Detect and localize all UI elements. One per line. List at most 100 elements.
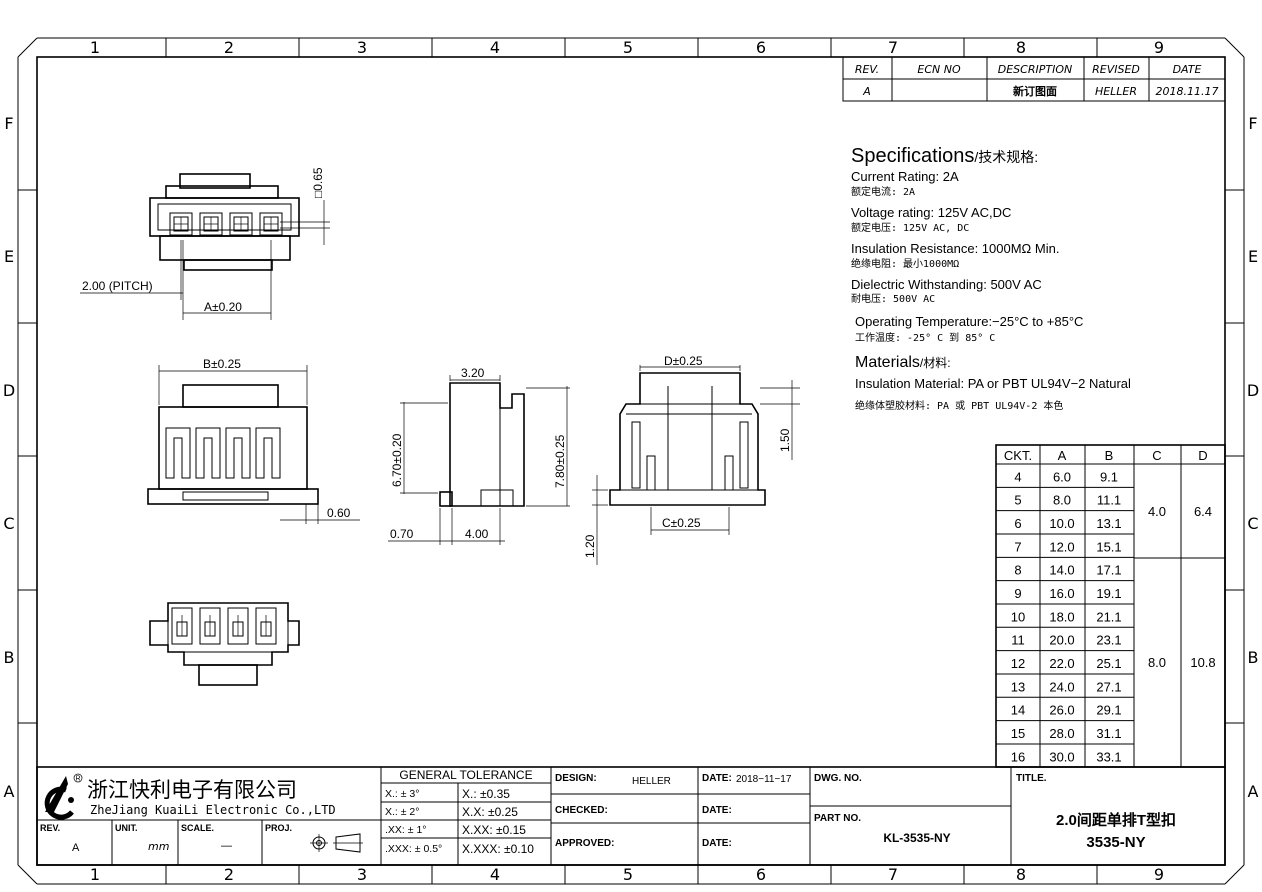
ckt-group2-c: 8.0 — [1148, 655, 1166, 670]
pin-cavities — [169, 212, 283, 236]
zone-col-4-top: 4 — [490, 38, 500, 57]
title-block: R 浙江快利电子有限公司 ZheJiang KuaiLi Electronic … — [36, 766, 1226, 866]
tol-linear-1: X.: ±0.35 — [462, 787, 510, 801]
zone-row-d-right: D — [1247, 381, 1259, 400]
ckt-cell: 10 — [1011, 609, 1025, 624]
part-no-label: PART NO. — [814, 813, 861, 824]
date1-value: 2018−11−17 — [736, 774, 792, 785]
zone-row-a-right: A — [1248, 782, 1259, 801]
ckt-cell: 14.0 — [1049, 563, 1074, 578]
spec-insulation-resistance-cn: 绝缘电阻: 最小1000MΩ — [851, 257, 959, 270]
zone-col-3-top: 3 — [357, 38, 367, 57]
spec-title: Specifications/技术规格: — [851, 145, 1038, 167]
rev-row-rev: A — [862, 85, 871, 98]
drawing-title-code: 3535-NY — [1086, 834, 1145, 851]
approved-label: APPROVED: — [555, 838, 614, 849]
ckt-cell: 27.1 — [1096, 679, 1121, 694]
projection-symbol-icon — [310, 833, 363, 853]
date2-label: DATE: — [702, 805, 732, 816]
ckt-cell: 16 — [1011, 749, 1025, 764]
spec-current-rating: Current Rating: 2A — [851, 169, 959, 184]
tol-linear-2: X.X: ±0.25 — [462, 805, 518, 819]
end-view: D±0.25 1.50 1.20 C±0.25 — [583, 354, 800, 565]
ckt-cell: 12 — [1011, 656, 1025, 671]
spec-dielectric-cn: 耐电压: 500V AC — [851, 292, 935, 305]
ckt-header-ckt: CKT. — [1004, 448, 1032, 463]
ckt-header-a: A — [1058, 448, 1067, 463]
ckt-cell: 12.0 — [1049, 539, 1074, 554]
zone-col-8-bottom: 8 — [1016, 865, 1026, 884]
company-name-en: ZheJiang KuaiLi Electronic Co.,LTD — [90, 803, 336, 817]
zone-col-9-bottom: 9 — [1154, 865, 1164, 884]
ckt-group1-c: 4.0 — [1148, 504, 1166, 519]
zone-row-c-right: C — [1247, 514, 1258, 533]
ckt-cell: 7 — [1014, 539, 1021, 554]
rev-header-description: DESCRIPTION — [998, 63, 1072, 76]
spec-voltage-rating-cn: 额定电压: 125V AC, DC — [851, 221, 969, 234]
ckt-group2-d: 10.8 — [1190, 655, 1215, 670]
dim-150: 1.50 — [778, 428, 792, 452]
ckt-cell: 19.1 — [1096, 586, 1121, 601]
ckt-cell: 24.0 — [1049, 679, 1074, 694]
proj-label: PROJ. — [265, 823, 292, 833]
zone-row-b-left: B — [4, 648, 15, 667]
material-insulation: Insulation Material: PA or PBT UL94V−2 N… — [855, 376, 1131, 391]
dim-d: D±0.25 — [664, 354, 703, 368]
materials-title: Materials/材料: — [855, 354, 951, 371]
ckt-cell: 11.1 — [1097, 493, 1121, 508]
scale-value: — — [221, 840, 232, 852]
zone-col-8-top: 8 — [1016, 38, 1026, 57]
tol-angle-1: X.: ± 3° — [385, 788, 419, 800]
ckt-cell: 5 — [1014, 493, 1021, 508]
date1-label: DATE: — [702, 773, 732, 784]
dim-320: 3.20 — [461, 366, 485, 380]
ckt-cell: 33.1 — [1096, 749, 1121, 764]
ckt-group1-d: 6.4 — [1194, 504, 1212, 519]
zone-col-9-top: 9 — [1154, 38, 1164, 57]
zone-col-1-top: 1 — [90, 38, 100, 57]
zone-row-a-left: A — [4, 782, 15, 801]
dim-square: □0.65 — [311, 167, 325, 198]
rev-row-date: 2018.11.17 — [1156, 85, 1219, 98]
zone-row-d-left: D — [3, 381, 15, 400]
spec-current-rating-cn: 额定电流: 2A — [851, 185, 915, 198]
ckt-cell: 14 — [1011, 703, 1025, 718]
ckt-cell: 4 — [1014, 469, 1021, 484]
zone-col-2-top: 2 — [224, 38, 234, 57]
ckt-cell: 8.0 — [1053, 493, 1071, 508]
tol-linear-4: X.XXX: ±0.10 — [462, 842, 534, 856]
unit-value: mm — [148, 840, 169, 853]
material-insulation-cn: 绝缘体塑胶材料: PA 或 PBT UL94V-2 本色 — [855, 399, 1063, 412]
bottom-pin-slots — [171, 607, 277, 645]
zone-col-4-bottom: 4 — [490, 865, 500, 884]
dim-120: 1.20 — [583, 534, 597, 558]
revision-table: REV. ECN NO DESCRIPTION REVISED DATE A H… — [842, 56, 1226, 102]
ckt-cell: 9 — [1014, 586, 1021, 601]
spec-voltage-rating: Voltage rating: 125V AC,DC — [851, 205, 1011, 220]
ckt-cell: 30.0 — [1049, 749, 1074, 764]
ckt-cell: 15 — [1011, 726, 1025, 741]
drawing-title-cn: 2.0间距单排T型扣 — [1056, 811, 1176, 829]
rev-header-date: DATE — [1173, 63, 1202, 76]
bottom-view — [149, 602, 300, 686]
ckt-cell: 21.1 — [1096, 609, 1121, 624]
design-label: DESIGN: — [555, 773, 597, 784]
specifications-block: Specifications/技术规格: Current Rating: 2A … — [851, 145, 1131, 412]
dim-pitch: 2.00 (PITCH) — [82, 279, 153, 293]
zone-col-7-bottom: 7 — [888, 865, 898, 884]
ckt-cell: 13.1 — [1096, 516, 1121, 531]
ckt-cell: 13 — [1011, 679, 1025, 694]
zone-col-6-bottom: 6 — [756, 865, 766, 884]
dwg-no-label: DWG. NO. — [814, 773, 862, 784]
zone-column-ticks — [165, 38, 1098, 884]
zone-row-e-right: E — [1248, 247, 1258, 266]
rev-header-revised: REVISED — [1092, 63, 1140, 76]
spec-insulation-resistance: Insulation Resistance: 1000MΩ Min. — [851, 241, 1059, 256]
rev-row-revised: HELLER — [1095, 85, 1137, 98]
zone-row-f-left: F — [4, 114, 13, 133]
ckt-cell: 6.0 — [1053, 469, 1071, 484]
ckt-cell: 15.1 — [1096, 539, 1121, 554]
zone-row-c-left: C — [3, 514, 14, 533]
ckt-cell: 6 — [1014, 516, 1021, 531]
